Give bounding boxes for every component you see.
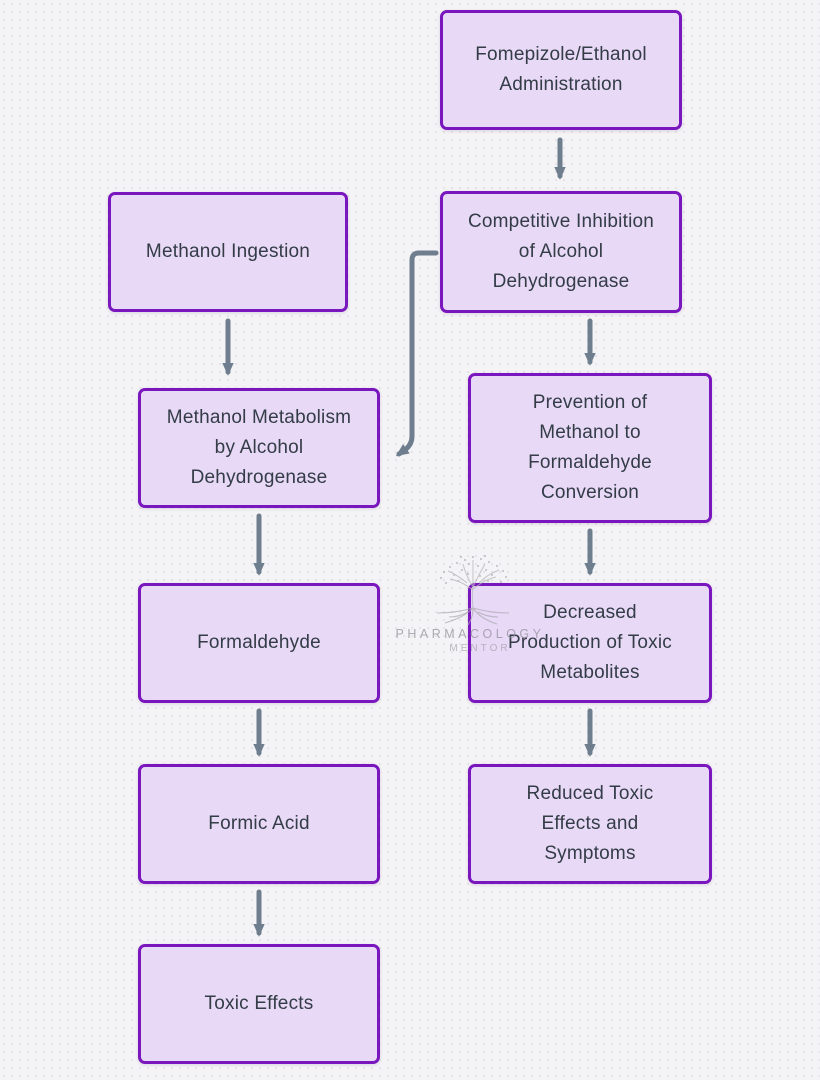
node-label: Methanol Metabolism by Alcohol Dehydroge… bbox=[166, 407, 352, 488]
node-label: Prevention of Methanol to Formaldehyde C… bbox=[528, 392, 652, 503]
node-label: Formic Acid bbox=[208, 813, 310, 834]
node-label: Fomepizole/Ethanol Administration bbox=[475, 44, 647, 95]
node-competitive-inhibition: Competitive Inhibition of Alcohol Dehydr… bbox=[440, 191, 682, 313]
node-label: Reduced Toxic Effects and Symptoms bbox=[526, 783, 654, 864]
node-label: Competitive Inhibition of Alcohol Dehydr… bbox=[467, 211, 655, 292]
node-methanol-ingestion: Methanol Ingestion bbox=[108, 192, 348, 312]
node-prevention-conversion: Prevention of Methanol to Formaldehyde C… bbox=[468, 373, 712, 523]
node-toxic-effects: Toxic Effects bbox=[138, 944, 380, 1064]
node-fomepizole-administration: Fomepizole/Ethanol Administration bbox=[440, 10, 682, 130]
node-label: Decreased Production of Toxic Metabolite… bbox=[508, 602, 672, 683]
node-reduced-effects: Reduced Toxic Effects and Symptoms bbox=[468, 764, 712, 884]
node-formic-acid: Formic Acid bbox=[138, 764, 380, 884]
node-methanol-metabolism: Methanol Metabolism by Alcohol Dehydroge… bbox=[138, 388, 380, 508]
node-decreased-production: Decreased Production of Toxic Metabolite… bbox=[468, 583, 712, 703]
node-formaldehyde: Formaldehyde bbox=[138, 583, 380, 703]
node-label: Formaldehyde bbox=[197, 632, 321, 653]
node-label: Methanol Ingestion bbox=[145, 241, 311, 262]
node-label: Toxic Effects bbox=[204, 993, 314, 1014]
arrow-competitive-to-metabolism bbox=[395, 250, 439, 457]
